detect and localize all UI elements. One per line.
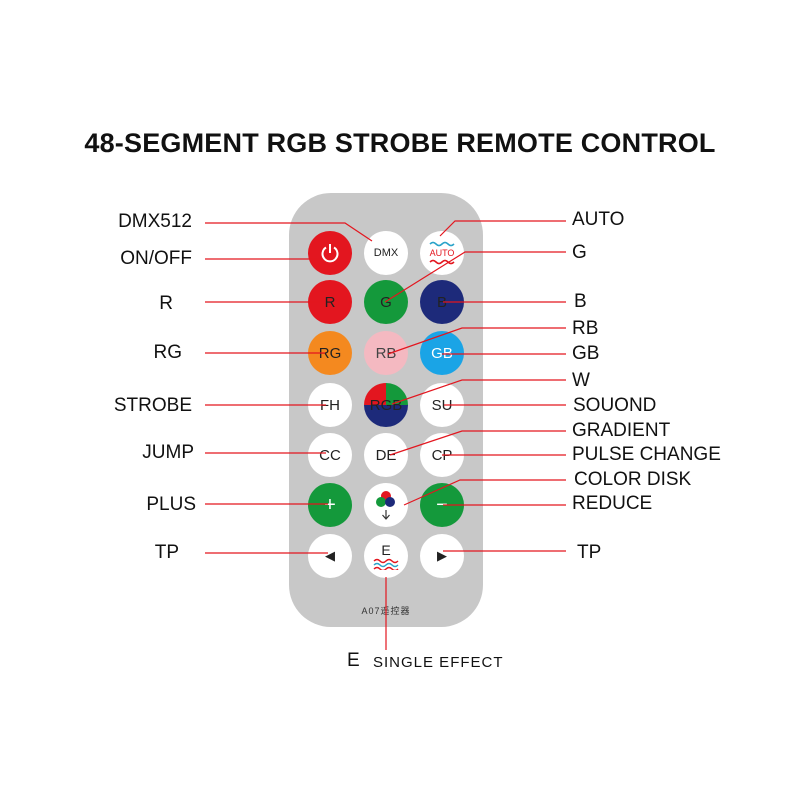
label-color-disk: COLOR DISK [574,469,692,490]
label-dmx512: DMX512 [118,211,192,232]
wave-icon [429,240,455,248]
label-sound: SOUOND [573,395,657,416]
label-pulse-change: PULSE CHANGE [572,444,721,465]
power-icon [319,242,341,264]
wave-icon [373,558,399,570]
cp-button[interactable]: CP [420,433,464,477]
label-plus: PLUS [146,494,196,515]
page-title: 48-SEGMENT RGB STROBE REMOTE CONTROL [84,128,716,158]
dmx-button[interactable]: DMX [364,231,408,275]
rg-button[interactable]: RG [308,331,352,375]
label-b: B [574,291,587,312]
label-rb: RB [572,318,599,339]
label-w: W [572,370,590,391]
auto-button-label: AUTO [429,248,455,258]
label-strobe: STROBE [113,395,192,416]
su-button[interactable]: SU [420,383,464,427]
rgb-button[interactable]: RGB [364,383,408,427]
wave-icon [429,258,455,266]
b-button[interactable]: B [420,280,464,324]
r-button[interactable]: R [308,280,352,324]
label-tp-left: TP [154,542,179,563]
plus-button[interactable]: + [308,483,352,527]
g-button[interactable]: G [364,280,408,324]
de-button[interactable]: DE [364,433,408,477]
e-button[interactable]: E [364,534,408,578]
fh-button[interactable]: FH [308,383,352,427]
next-button[interactable]: ▶ [420,534,464,578]
prev-button[interactable]: ◀ [308,534,352,578]
remote-model-label: A07遥控器 [361,606,411,616]
power-button[interactable] [308,231,352,275]
label-tp-right: TP [577,542,602,563]
e-button-label: E [381,542,391,558]
label-r: R [159,293,173,314]
rb-button[interactable]: RB [364,331,408,375]
color-disk-icon [371,488,401,522]
auto-button[interactable]: AUTO [420,231,464,275]
label-gb: GB [572,343,600,364]
label-jump: JUMP [142,442,194,463]
label-e: E [347,650,360,671]
minus-button[interactable]: − [420,483,464,527]
label-rg: RG [153,342,183,363]
label-gradient: GRADIENT [572,420,671,441]
label-on-off: ON/OFF [120,248,192,269]
color-disk-button[interactable] [364,483,408,527]
gb-button[interactable]: GB [420,331,464,375]
cc-button[interactable]: CC [308,433,352,477]
label-g: G [572,242,587,263]
label-reduce: REDUCE [572,493,653,514]
label-auto: AUTO [572,209,625,230]
label-single-effect: SINGLE EFFECT [373,654,504,671]
